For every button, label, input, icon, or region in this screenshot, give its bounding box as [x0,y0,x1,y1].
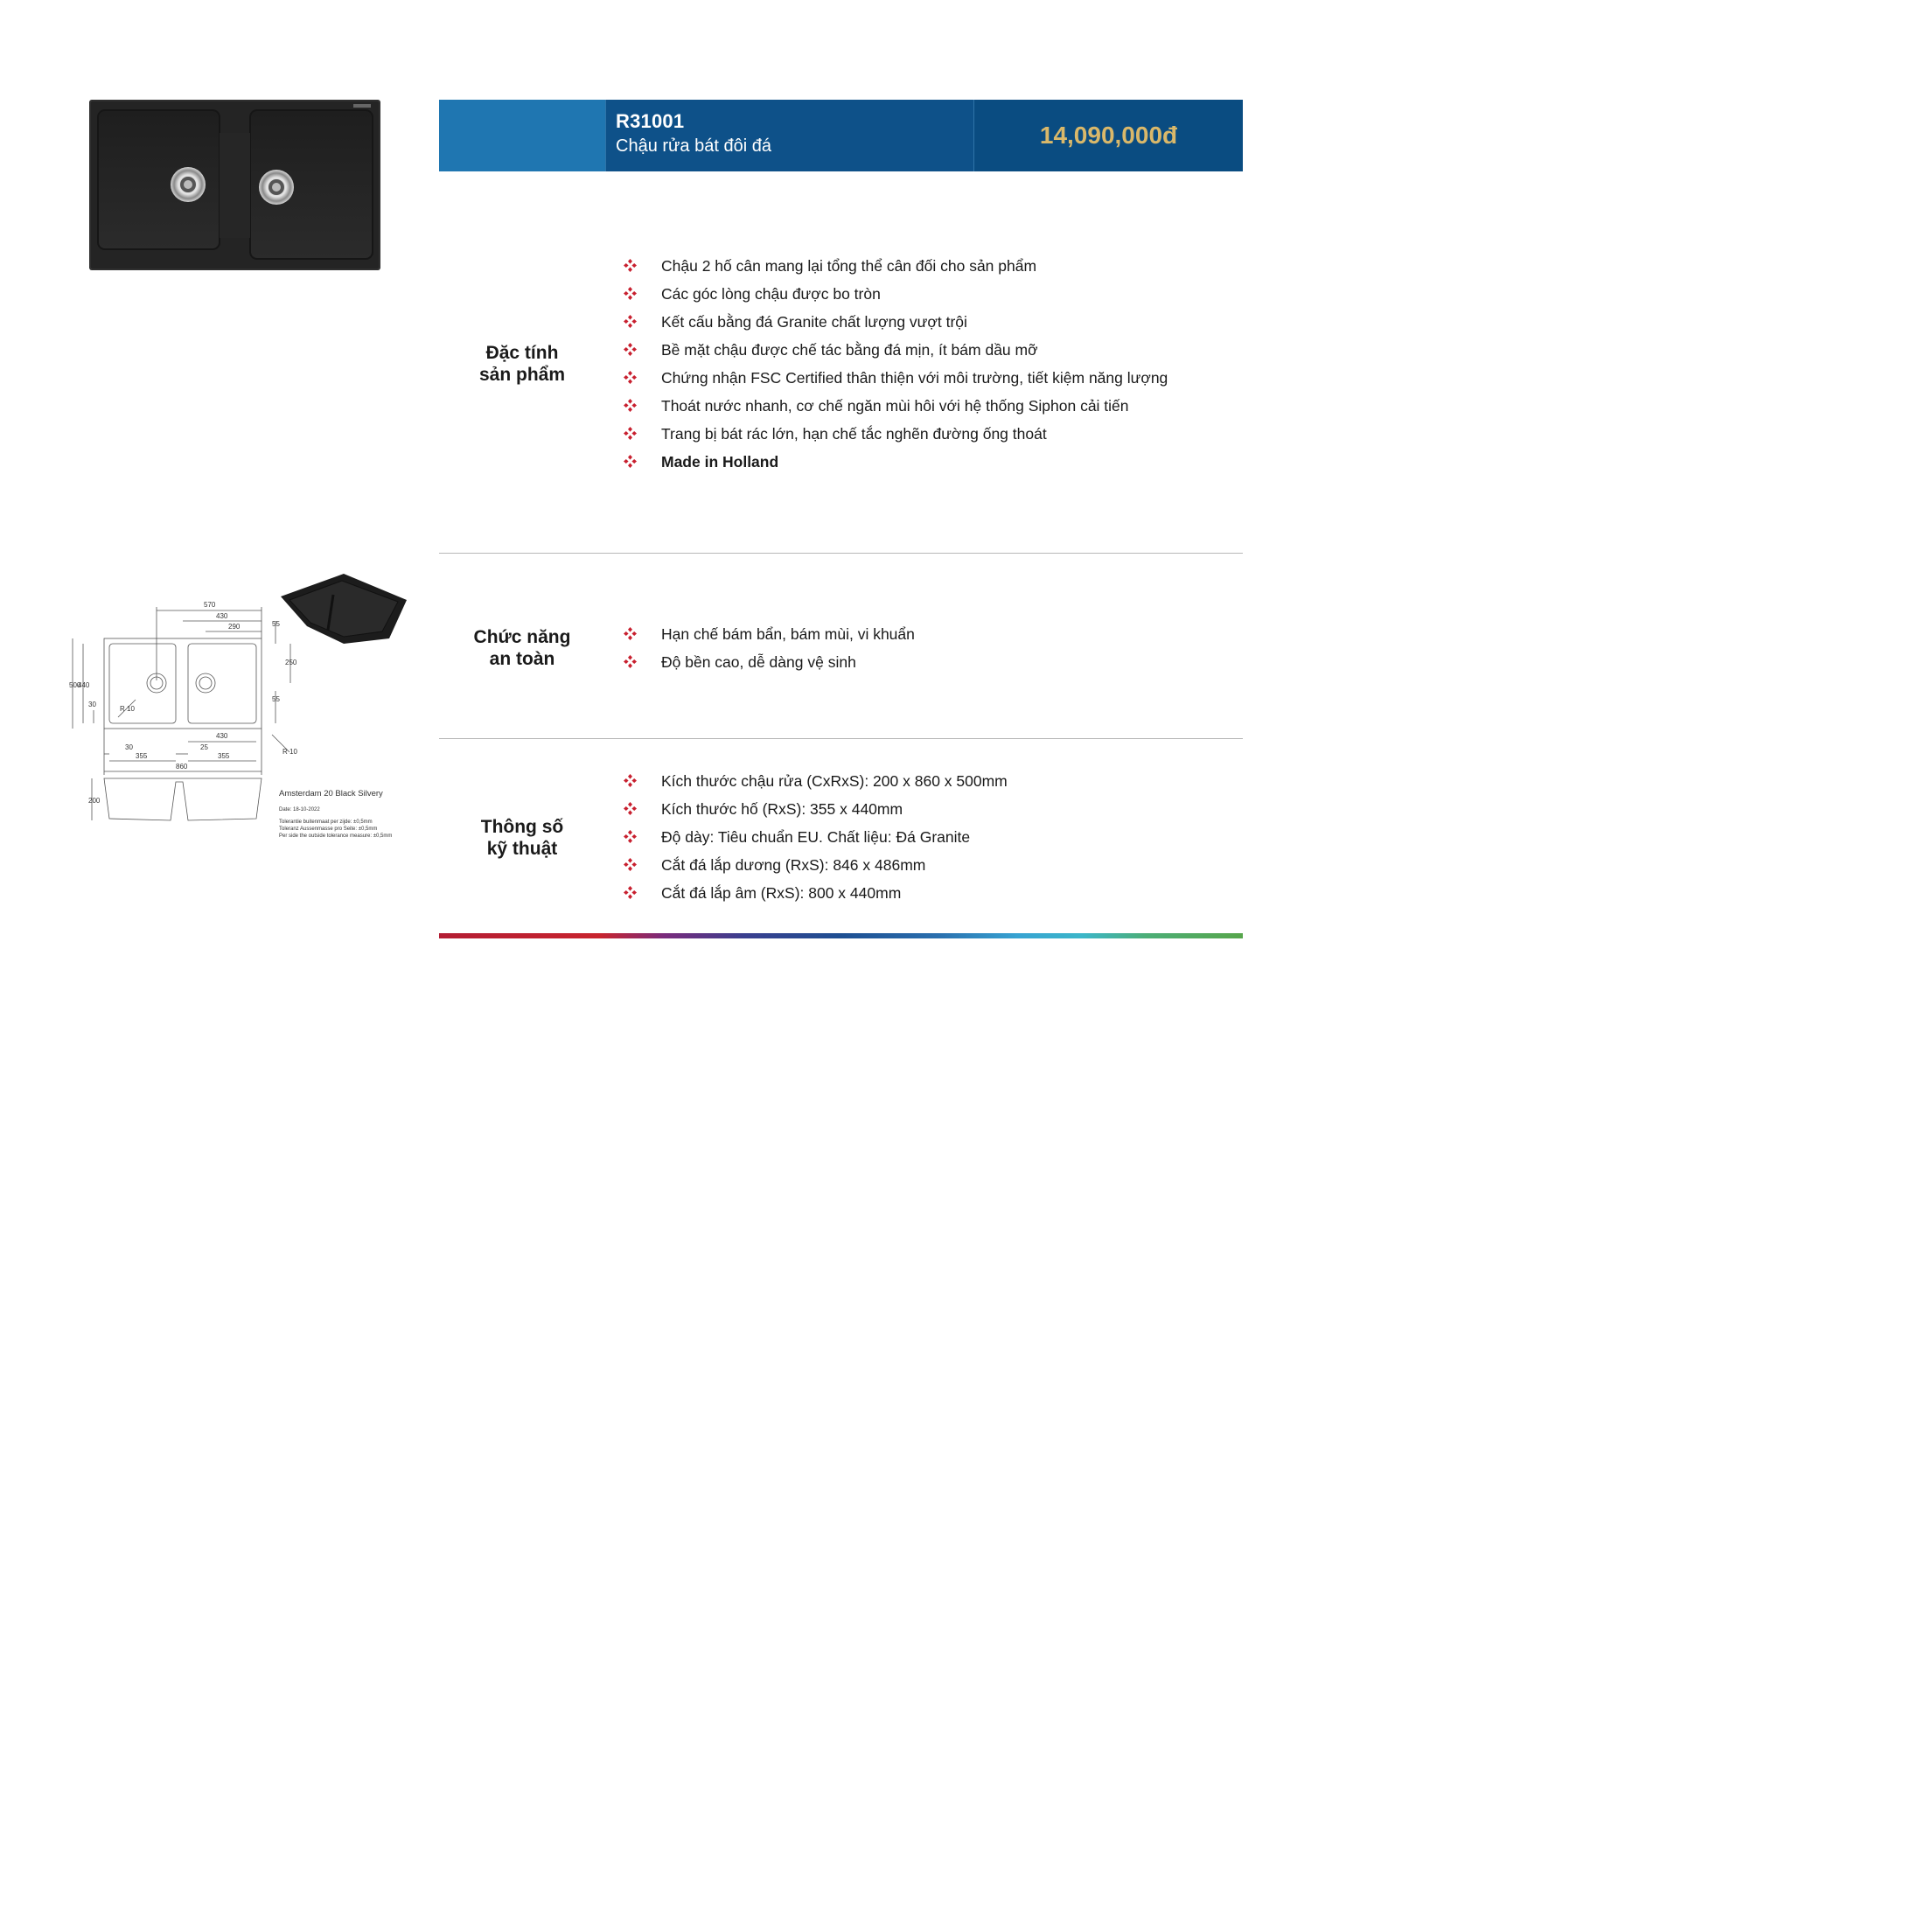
dim-355-right: 355 [218,752,230,760]
dim-430-bottom: 430 [216,732,228,740]
drawing-tolerance-de: Toleranz Aussenmasse pro Seite: ±0,5mm [279,827,377,832]
list-item: Made in Holland [624,448,1168,476]
dim-r10-left: R 10 [120,705,135,713]
four-diamond-bullet-icon [624,420,638,448]
specs-list: Kích thước chậu rửa (CxRxS): 200 x 860 x… [624,767,1008,907]
safety-list: Hạn chế bám bẩn, bám mùi, vi khuẩn Độ bề… [624,620,915,676]
dim-200: 200 [88,797,101,805]
four-diamond-bullet-icon [624,448,638,476]
drawing-date: Date: 18-10-2022 [279,807,320,813]
dim-860: 860 [176,763,188,771]
list-item: Hạn chế bám bẩn, bám mùi, vi khuẩn [624,620,915,648]
specs-label-line2: kỹ thuật [486,839,558,859]
features-label-line1: Đặc tính [485,343,559,363]
four-diamond-bullet-icon [624,336,638,364]
list-item: Thoát nước nhanh, cơ chế ngăn mùi hôi vớ… [624,392,1168,420]
header-price-cell: 14,090,000đ [973,100,1243,171]
four-diamond-bullet-icon [624,280,638,308]
drawing-tolerance-en: Per side the outside tolerance measure: … [279,833,392,839]
specs-section-label: Thông số kỹ thuật [439,816,605,860]
safety-section-label: Chức năng an toàn [439,626,605,670]
sink-3d-render [281,574,407,644]
dim-355-left: 355 [136,752,148,760]
four-diamond-bullet-icon [624,252,638,280]
list-item: Chứng nhận FSC Certified thân thiện với … [624,364,1168,392]
four-diamond-bullet-icon [624,795,638,823]
dim-30-bottom: 30 [125,743,133,751]
list-item: Bề mặt chậu được chế tác bằng đá mịn, ít… [624,336,1168,364]
features-section-label: Đặc tính sản phẩm [439,342,605,386]
dim-55-top: 55 [272,620,280,628]
four-diamond-bullet-icon [624,767,638,795]
product-price: 14,090,000đ [1039,122,1178,149]
four-diamond-bullet-icon [624,364,638,392]
dim-250: 250 [285,659,297,666]
safety-label-line1: Chức năng [473,627,571,647]
dim-440: 440 [78,681,90,689]
features-label-line2: sản phẩm [478,365,566,385]
product-name: Chậu rửa bát đôi đá [616,136,771,156]
technical-drawing: 570 430 290 55 250 55 500 440 30 R 10 R … [66,568,429,848]
header-accent-block [439,100,605,171]
list-item: Kích thước hố (RxS): 355 x 440mm [624,795,1008,823]
dim-500: 500 [69,681,81,689]
list-item: Các góc lòng chậu được bo tròn [624,280,1168,308]
drawing-model-name: Amsterdam 20 Black Silvery [279,789,383,799]
four-diamond-bullet-icon [624,879,638,907]
list-item: Kích thước chậu rửa (CxRxS): 200 x 860 x… [624,767,1008,795]
product-code: R31001 [616,110,685,132]
color-stripe-footer [439,933,1243,938]
drawing-tolerance-nl: Tolerantie buitenmaat per zijde: ±0,5mm [279,820,373,825]
four-diamond-bullet-icon [624,823,638,851]
product-header: R31001 Chậu rửa bát đôi đá 14,090,000đ [439,100,1243,171]
four-diamond-bullet-icon [624,620,638,648]
list-item: Cắt đá lắp âm (RxS): 800 x 440mm [624,879,1008,907]
section-divider [439,553,1243,554]
dim-25: 25 [200,743,208,751]
features-list: Chậu 2 hố cân mang lại tổng thể cân đối … [624,252,1168,476]
dim-290: 290 [228,623,241,631]
list-item: Cắt đá lắp dương (RxS): 846 x 486mm [624,851,1008,879]
sink-photo [89,100,380,270]
list-item: Kết cấu bằng đá Granite chất lượng vượt … [624,308,1168,336]
four-diamond-bullet-icon [624,648,638,676]
list-item: Trang bị bát rác lớn, hạn chế tắc nghẽn … [624,420,1168,448]
header-title-cell: R31001 Chậu rửa bát đôi đá [605,100,973,171]
list-item: Chậu 2 hố cân mang lại tổng thể cân đối … [624,252,1168,280]
dim-55-right: 55 [272,695,280,703]
dim-570: 570 [204,601,216,609]
dim-30: 30 [88,701,96,708]
four-diamond-bullet-icon [624,851,638,879]
list-item: Độ bền cao, dễ dàng vệ sinh [624,648,915,676]
safety-label-line2: an toàn [489,649,555,669]
list-item: Độ dày: Tiêu chuẩn EU. Chất liệu: Đá Gra… [624,823,1008,851]
four-diamond-bullet-icon [624,308,638,336]
section-divider [439,738,1243,739]
specs-label-line1: Thông số [480,817,564,837]
dim-r10-right: R 10 [282,748,297,756]
four-diamond-bullet-icon [624,392,638,420]
dim-430: 430 [216,612,228,620]
